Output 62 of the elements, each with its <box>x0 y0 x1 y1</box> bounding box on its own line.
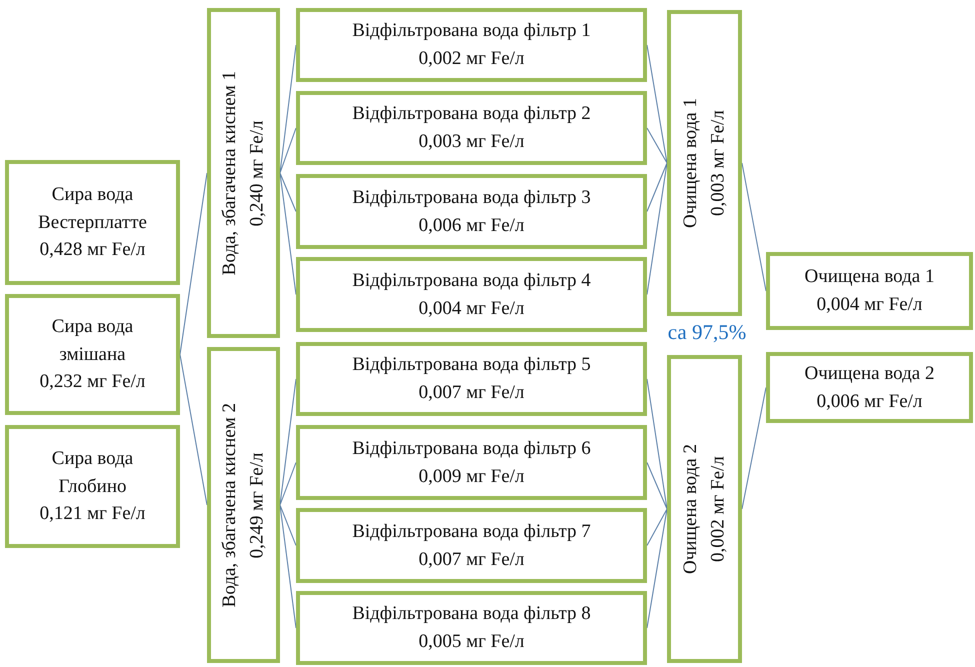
connector-line <box>646 508 668 546</box>
iron-value: 0,005 мг Fe/л <box>418 630 524 654</box>
node-title: Очищена вода 2 <box>678 444 702 574</box>
process-box <box>296 257 647 332</box>
process-box <box>296 425 647 500</box>
iron-value: 0,009 мг Fe/л <box>418 464 524 488</box>
node-title: Вода, збагачена киснем 2 <box>218 402 241 608</box>
iron-value: 0,002 мг Fe/л <box>706 456 730 562</box>
node-title: Відфільтрована вода фільтр 7 <box>352 520 591 544</box>
iron-value: 0,428 мг Fe/л <box>40 238 146 262</box>
connector-line <box>280 128 296 174</box>
node-title: Відфільтрована вода фільтр 2 <box>352 102 591 126</box>
process-box <box>296 174 647 249</box>
connector-line <box>742 387 766 510</box>
connector-line <box>180 354 208 506</box>
node-title: Сира вода Вестерплатте <box>37 183 148 235</box>
iron-value: 0,240 мг Fe/л <box>246 120 268 226</box>
iron-value: 0,007 мг Fe/л <box>418 548 524 572</box>
process-box <box>766 252 973 330</box>
node-title: Сира вода Глобино <box>50 447 134 499</box>
vertical-process-box <box>667 10 742 316</box>
process-box <box>296 508 647 583</box>
iron-value: 0,003 мг Fe/л <box>418 130 524 154</box>
iron-value: 0,003 мг Fe/л <box>706 110 730 216</box>
process-box <box>296 342 647 416</box>
connector-line <box>646 462 668 510</box>
node-title: Відфільтрована вода фільтр 3 <box>352 186 591 210</box>
connector-line <box>280 504 296 546</box>
node-title: Очищена вода 2 <box>804 362 934 386</box>
iron-value: 0,249 мг Fe/л <box>246 452 268 558</box>
vertical-process-box <box>207 8 280 338</box>
iron-value: 0,007 мг Fe/л <box>418 381 524 405</box>
node-title: Відфільтрована вода фільтр 6 <box>352 436 591 461</box>
node-title: Відфільтрована вода фільтр 8 <box>352 602 591 626</box>
process-box <box>296 8 647 82</box>
process-box <box>296 91 647 165</box>
node-title: Очищена вода 1 <box>804 265 934 290</box>
node-title: Вода, збагачена киснем 1 <box>218 70 241 276</box>
process-box <box>766 352 973 423</box>
iron-value: 0,002 мг Fe/л <box>418 47 524 71</box>
connector-line <box>646 162 668 212</box>
iron-value: 0,121 мг Fe/л <box>40 502 146 526</box>
connector-line <box>280 172 296 212</box>
process-box <box>296 591 647 665</box>
process-box <box>5 425 180 548</box>
iron-value: 0,232 мг Fe/л <box>40 370 146 394</box>
node-title: Відфільтрована вода фільтр 5 <box>352 353 591 378</box>
iron-value: 0,006 мг Fe/л <box>816 390 922 414</box>
node-title: Відфільтрована вода фільтр 1 <box>352 19 591 44</box>
node-title: Відфільтрована вода фільтр 4 <box>352 268 591 293</box>
process-box <box>5 294 180 415</box>
process-box <box>5 160 180 285</box>
iron-value: 0,004 мг Fe/л <box>418 296 524 320</box>
node-title: Очищена вода 1 <box>678 98 702 228</box>
vertical-process-box <box>667 355 742 663</box>
connector-line <box>742 162 766 292</box>
vertical-process-box <box>207 347 280 663</box>
connector-line <box>280 462 296 506</box>
iron-value: 0,006 мг Fe/л <box>418 214 524 238</box>
node-title: Сира вода змішана <box>50 315 134 367</box>
connector-line <box>646 128 668 164</box>
iron-value: 0,004 мг Fe/л <box>816 293 922 317</box>
